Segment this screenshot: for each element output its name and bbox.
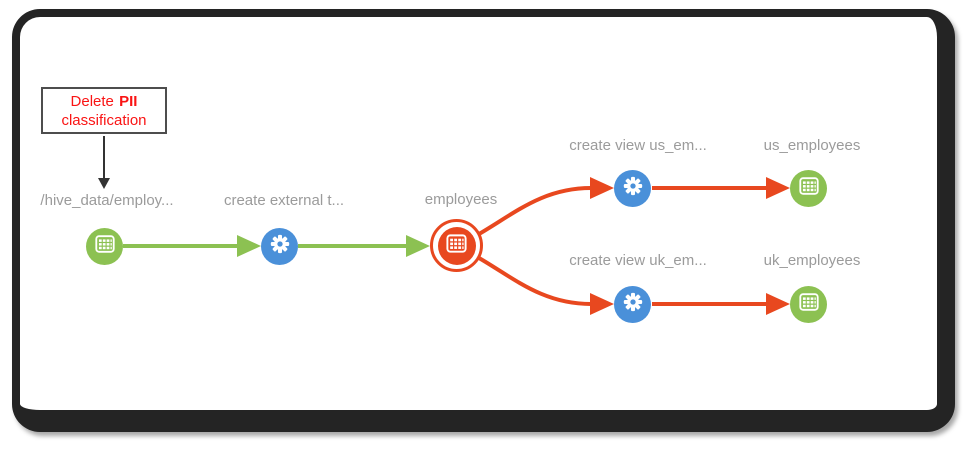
table-grid-icon [798,291,820,318]
employees-circle [437,226,476,265]
node-create-view-us[interactable] [614,170,651,207]
node-label-hive-data-source: /hive_data/employ... [40,192,174,209]
table-grid-icon [445,232,468,260]
gear-icon [622,291,644,318]
callout-arrow-line [103,136,105,179]
node-create-external-table[interactable] [261,228,298,265]
table-grid-icon [94,233,116,260]
node-label-create-view-uk: create view uk_em... [569,252,707,269]
node-us-employees[interactable] [790,170,827,207]
node-label-us-employees: us_employees [763,137,861,154]
node-uk-employees[interactable] [790,286,827,323]
node-label-create-external-table: create external t... [223,192,345,209]
gear-icon [622,175,644,202]
node-label-create-view-us: create view us_em... [569,137,707,154]
table-grid-icon [798,175,820,202]
node-label-uk-employees: uk_employees [763,252,861,269]
node-employees[interactable] [430,219,483,272]
node-create-view-uk[interactable] [614,286,651,323]
callout-line2: classification [61,111,147,129]
node-hive-data-source[interactable] [86,228,123,265]
node-label-employees: employees [424,191,498,208]
gear-icon [269,233,291,260]
callout-arrowhead-icon [98,178,110,189]
screenshot-frame [12,9,955,432]
